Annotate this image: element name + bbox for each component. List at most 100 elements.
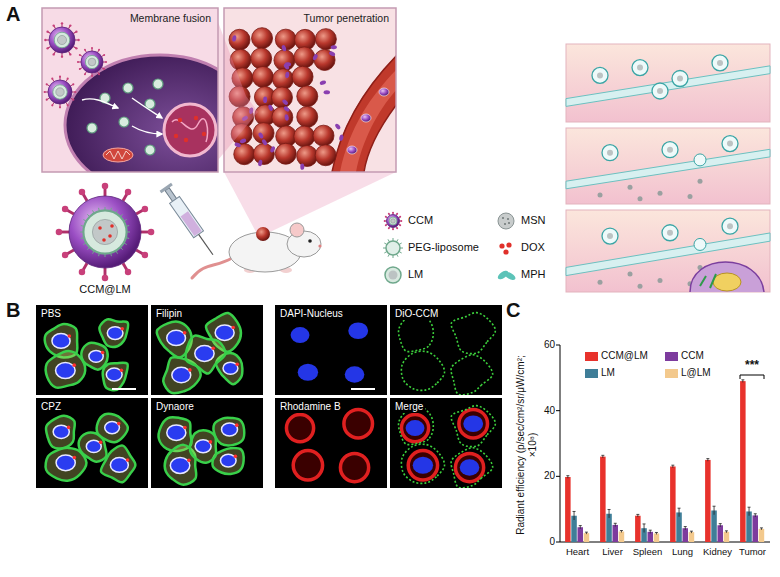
penetrating-particle — [281, 99, 288, 106]
penetrating-particle — [339, 134, 344, 141]
panel-label: DiO-CCM — [393, 308, 440, 320]
legend-item: MSN — [495, 210, 545, 232]
bar — [718, 525, 724, 542]
liposome-vesicle — [722, 218, 738, 234]
nucleus-stain — [167, 425, 186, 441]
micrograph-ground — [151, 305, 263, 395]
legend-swatch — [665, 352, 678, 361]
micrograph — [275, 305, 387, 395]
error-bar — [609, 509, 610, 518]
protein-tip — [61, 55, 63, 57]
tumor-cell — [294, 126, 315, 147]
error-bar — [749, 507, 750, 516]
cell-membrane-stain — [99, 319, 128, 347]
dna-strand — [172, 119, 208, 142]
penetrating-particle — [319, 80, 326, 86]
legend-item: CCM@LM — [585, 350, 648, 362]
legend-icon — [382, 210, 404, 232]
error-bar — [656, 532, 657, 534]
error-cap — [608, 509, 611, 510]
protein-tip — [84, 73, 86, 75]
bar — [753, 515, 759, 542]
cell-membrane-stain — [186, 336, 226, 374]
error-cap — [566, 475, 569, 476]
liposome-shell — [85, 55, 98, 68]
inset-frame — [42, 8, 218, 172]
error-bar — [726, 531, 727, 533]
error-bar — [685, 527, 686, 530]
cell-membrane-stain — [46, 448, 87, 481]
penetrating-particle — [330, 45, 337, 49]
error-bar — [720, 524, 721, 527]
error-bar — [621, 531, 622, 533]
inset-frame — [224, 8, 396, 172]
protein-tip — [399, 216, 401, 218]
mesoporous-silica-core — [88, 58, 96, 66]
protein-tip — [385, 216, 387, 218]
released-nanoparticle — [658, 191, 663, 196]
nucleus-stain — [52, 333, 70, 348]
legend-text: MSN — [521, 214, 545, 227]
micrograph-panel: Merge — [390, 398, 502, 488]
syringe-barrel — [170, 196, 204, 237]
protein-tip — [91, 75, 93, 77]
tumor-cell — [253, 144, 274, 165]
peg-fringe — [110, 253, 112, 256]
rhodamine-stain — [408, 451, 437, 480]
membrane-protein — [98, 50, 100, 53]
syringe-dose — [181, 211, 202, 236]
rhodamine-spot — [183, 331, 187, 335]
micrograph — [151, 305, 263, 395]
membrane-protein — [102, 55, 105, 57]
rhodamine-spot — [187, 458, 191, 462]
cell-membrane-stain — [46, 416, 75, 449]
rhodamine-stain — [286, 414, 313, 441]
peg-fringe — [120, 214, 122, 216]
panel-label: Merge — [393, 401, 425, 413]
nucleus-stain — [413, 457, 433, 474]
legend-item: CCM — [382, 210, 433, 232]
nucleus-stain — [345, 366, 365, 382]
cancer-cell-membrane — [387, 215, 400, 228]
dio-membrane-stain — [451, 313, 495, 354]
bar — [759, 529, 765, 542]
protein-tip — [59, 76, 61, 78]
process-inset: Tumor penetration — [224, 8, 396, 172]
rhodamine-spot — [72, 363, 76, 367]
rhodamine-spot — [231, 326, 235, 330]
peg-fringe — [81, 237, 84, 239]
tumor-cell — [274, 50, 295, 71]
penetrating-particle — [281, 44, 287, 51]
protein-tip — [51, 104, 53, 106]
mesoporous-silica-core — [57, 35, 66, 44]
tumor-cell — [314, 49, 335, 70]
penetrating-particle — [263, 97, 267, 104]
tumor-cell — [297, 86, 318, 107]
target-nucleus — [713, 273, 741, 291]
mitochondrion-cristae — [106, 151, 130, 159]
protein-tip — [51, 78, 53, 80]
cancer-cell-membrane — [48, 80, 72, 104]
tumor-penetration-art — [224, 8, 396, 172]
rhodamine-stain — [459, 409, 488, 438]
dox-molecule — [174, 134, 178, 138]
protein-tip — [67, 104, 69, 106]
legend-text: CCM — [408, 214, 433, 227]
protein-tip — [44, 91, 46, 93]
liposome-vesicle — [672, 71, 688, 87]
scale-bar — [351, 388, 375, 390]
tick-label: 0 — [549, 536, 555, 548]
liposome-vesicle — [712, 55, 728, 71]
step-frame — [566, 44, 770, 122]
peg-fringe — [93, 210, 95, 213]
penetrating-particle — [258, 159, 263, 166]
legend-text: MPH — [521, 268, 545, 281]
vesicle-core — [637, 65, 643, 71]
legend-icon — [495, 237, 517, 259]
membrane-protein — [80, 55, 83, 57]
legend-item: PEG-liposome — [382, 237, 479, 259]
penetrating-particle — [300, 163, 304, 169]
error-bar — [714, 506, 715, 515]
micrograph — [275, 398, 387, 488]
ccm-lm-particle — [77, 47, 107, 77]
